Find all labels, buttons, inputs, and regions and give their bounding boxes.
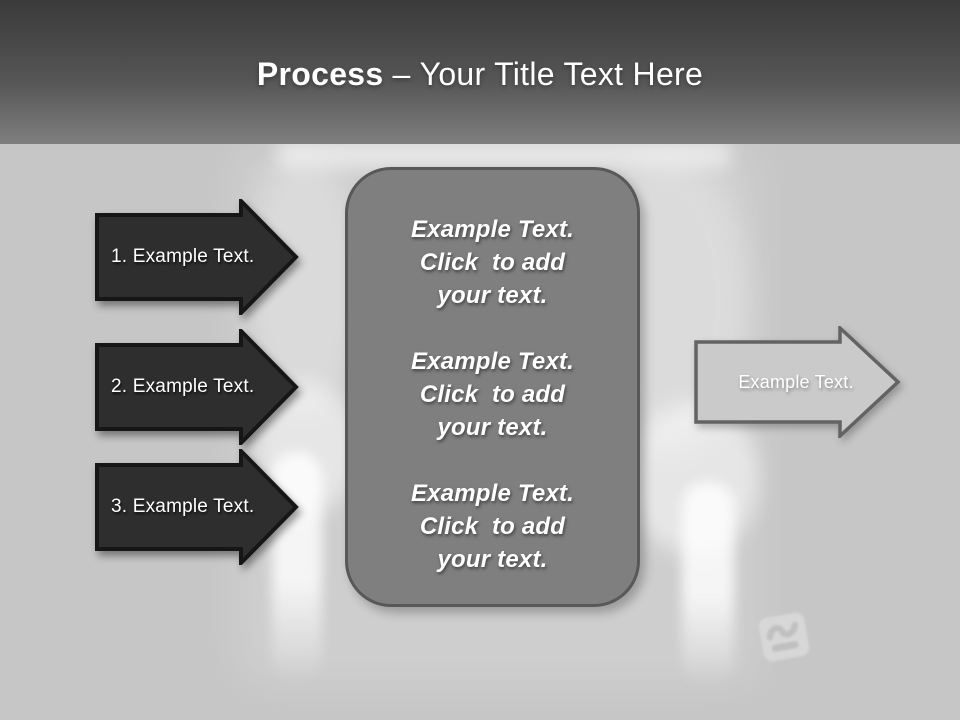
content-box[interactable]: Example Text. Click to add your text. Ex… [345, 167, 640, 607]
step-label-3: 3. Example Text. [111, 496, 255, 517]
logo-badge-icon [756, 610, 811, 664]
arrow-right-shape [95, 199, 299, 315]
content-block-2[interactable]: Example Text. Click to add your text. [410, 348, 575, 441]
step-arrow-2[interactable]: 2. Example Text. [94, 329, 300, 445]
step-arrow-1[interactable]: 1. Example Text. [94, 199, 300, 315]
step-arrow-3[interactable]: 3. Example Text. [94, 449, 300, 565]
content-block-3[interactable]: Example Text. Click to add your text. [410, 480, 575, 573]
slide-header: Process–Your Title Text Here [0, 0, 960, 144]
title-rest: Your Title Text Here [419, 56, 704, 92]
step-label-2: 2. Example Text. [111, 376, 255, 397]
xray-right-femur [682, 482, 734, 687]
title-separator: – [392, 56, 411, 92]
arrow-right-shape [95, 449, 299, 565]
arrow-right-shape [95, 329, 299, 445]
arrow-right-outline-shape [694, 326, 901, 438]
output-arrow[interactable]: Example Text. [694, 326, 902, 438]
content-block-1[interactable]: Example Text. Click to add your text. [410, 216, 575, 309]
output-arrow-label: Example Text. [738, 371, 854, 392]
title-emphasis: Process [256, 56, 384, 92]
xray-top-band [278, 144, 730, 168]
step-label-1: 1. Example Text. [111, 246, 255, 267]
slide-title[interactable]: Process–Your Title Text Here [0, 52, 960, 96]
